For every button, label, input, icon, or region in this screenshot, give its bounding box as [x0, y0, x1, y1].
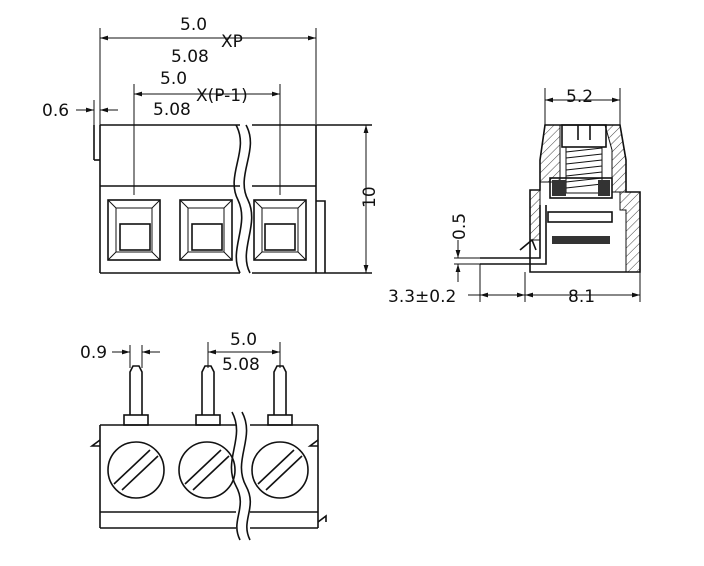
contact-plate — [552, 236, 610, 244]
screw-top — [107, 441, 165, 499]
side-view: 5.2 0.5 — [388, 87, 641, 307]
bottom-view: 0.9 5.0 5.08 — [80, 330, 327, 541]
pin-width-label: 0.9 — [80, 343, 107, 363]
solder-pin — [123, 365, 149, 426]
inner-pitch-label-top: 5.0 — [160, 69, 187, 89]
pin-thickness-label: 0.5 — [450, 213, 470, 240]
pitch-label-bottom: 5.08 — [171, 47, 209, 67]
inner-pitch-label-bottom: 5.08 — [153, 100, 191, 120]
pin-length-label: 3.3±0.2 — [388, 287, 456, 307]
pitch-label-top: 5.0 — [180, 15, 207, 35]
screw-thread — [565, 146, 603, 194]
screw-top — [251, 441, 309, 499]
height-label: 10 — [360, 186, 380, 208]
wire-opening — [253, 199, 307, 261]
clamp — [549, 177, 613, 199]
depth-label: 8.1 — [568, 287, 595, 307]
wire-opening — [179, 199, 233, 261]
bottom-pitch-label-top: 5.0 — [230, 330, 257, 350]
inner-pitch-suffix: X(P-1) — [196, 86, 248, 106]
front-view: 5.0 5.08 XP 5.0 5.08 X(P-1) 0.6 — [42, 15, 380, 274]
width-label: 5.2 — [566, 87, 593, 107]
solder-pin — [267, 365, 293, 426]
screw-top — [178, 441, 236, 499]
bottom-pitch-label-bottom: 5.08 — [222, 355, 260, 375]
wire-opening — [107, 199, 161, 261]
pitch-suffix: XP — [221, 32, 243, 52]
side-pin — [480, 205, 547, 265]
screw-head — [561, 124, 607, 148]
solder-pin — [195, 365, 221, 426]
offset-label: 0.6 — [42, 101, 69, 121]
